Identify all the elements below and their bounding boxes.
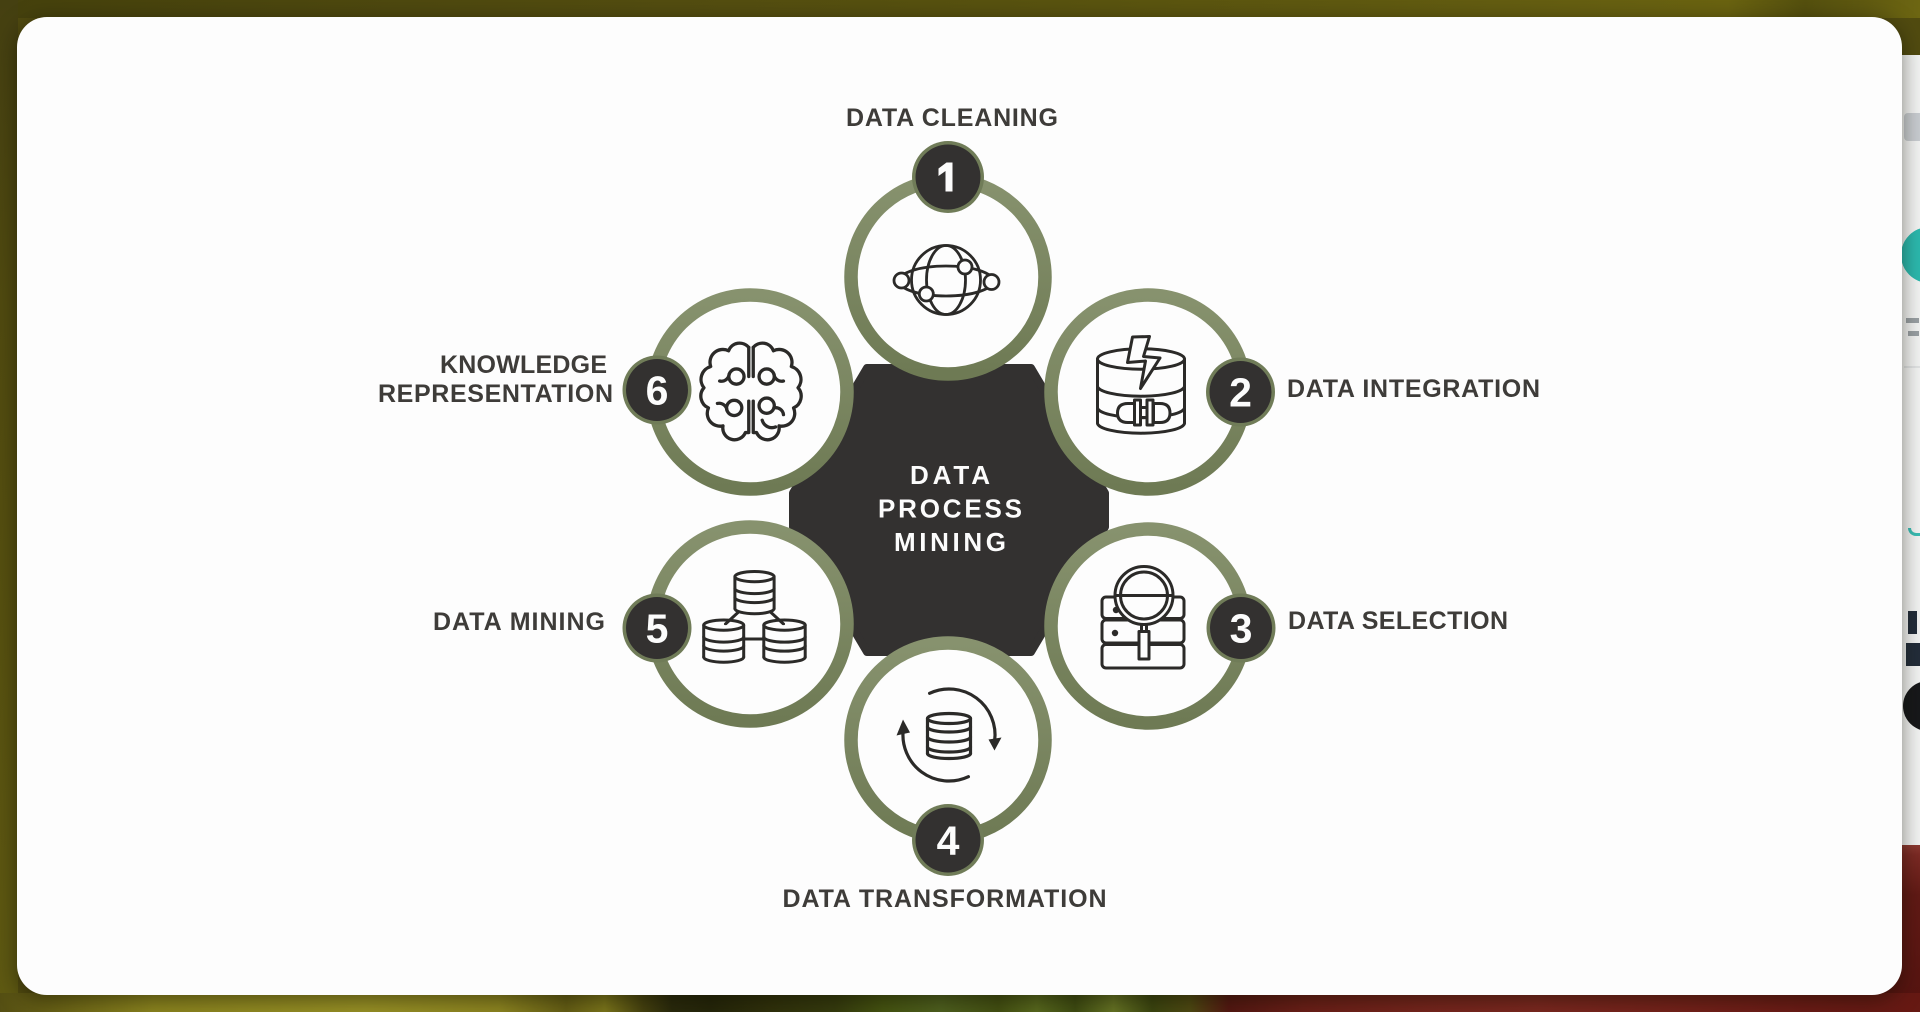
svg-text:DATA SELECTION: DATA SELECTION — [1288, 607, 1508, 635]
svg-text:DATA INTEGRATION: DATA INTEGRATION — [1287, 375, 1540, 403]
svg-text:PROCESS: PROCESS — [878, 494, 1022, 524]
svg-text:DATA TRANSFORMATION: DATA TRANSFORMATION — [783, 885, 1107, 913]
svg-text:KNOWLEDGE: KNOWLEDGE — [440, 351, 607, 379]
svg-text:6: 6 — [646, 368, 669, 414]
svg-text:DATA MINING: DATA MINING — [433, 608, 605, 636]
svg-text:4: 4 — [937, 818, 960, 864]
svg-text:3: 3 — [1230, 606, 1253, 652]
svg-text:5: 5 — [646, 606, 669, 652]
svg-text:DATA CLEANING: DATA CLEANING — [846, 104, 1058, 132]
svg-text:2: 2 — [1229, 370, 1252, 416]
svg-text:REPRESENTATION: REPRESENTATION — [378, 380, 613, 408]
